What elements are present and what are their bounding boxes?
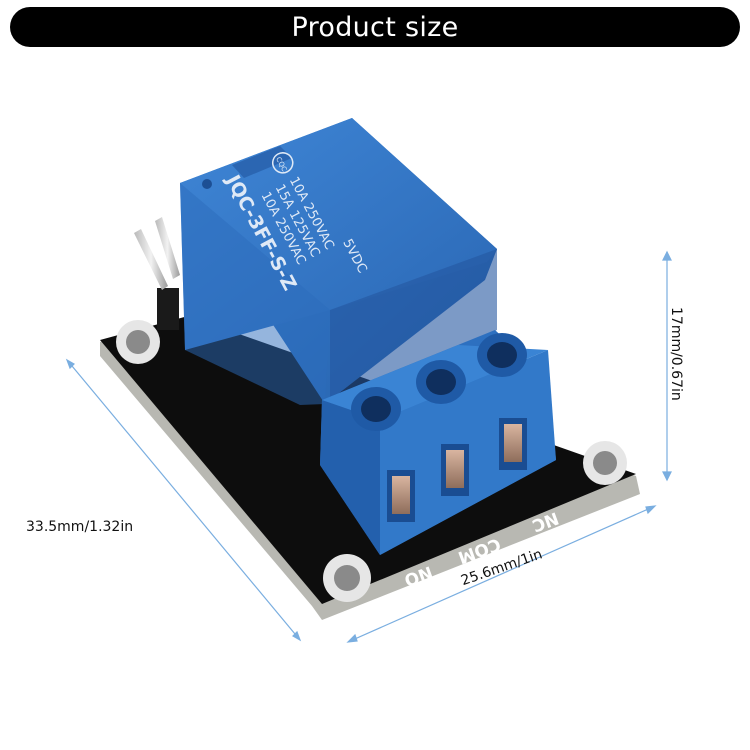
mounting-hole <box>116 320 160 364</box>
header-pins <box>134 217 180 330</box>
length-dimension-label: 33.5mm/1.32in <box>26 519 134 535</box>
wire-clamp <box>499 418 527 470</box>
screw-hole <box>351 387 401 431</box>
wire-clamp <box>441 444 469 496</box>
height-dimension-label: 17mm/0.67in <box>668 307 684 401</box>
mounting-hole <box>323 554 371 602</box>
arrow-head <box>346 633 358 643</box>
arrow-head <box>65 358 75 370</box>
screw-hole <box>477 333 527 377</box>
arrow-head <box>662 471 672 482</box>
mounting-hole <box>583 441 627 485</box>
terminal-block <box>320 330 556 555</box>
arrow-head <box>645 505 657 515</box>
screw-hole <box>416 360 466 404</box>
page-title: Product size <box>291 11 459 43</box>
width-dimension-line <box>347 505 656 643</box>
length-dimension-line <box>66 359 301 641</box>
wire-clamp <box>387 470 415 522</box>
relay-dot <box>202 179 212 189</box>
arrow-head <box>292 630 302 642</box>
arrow-head <box>662 250 672 261</box>
title-banner: Product size <box>10 7 740 47</box>
